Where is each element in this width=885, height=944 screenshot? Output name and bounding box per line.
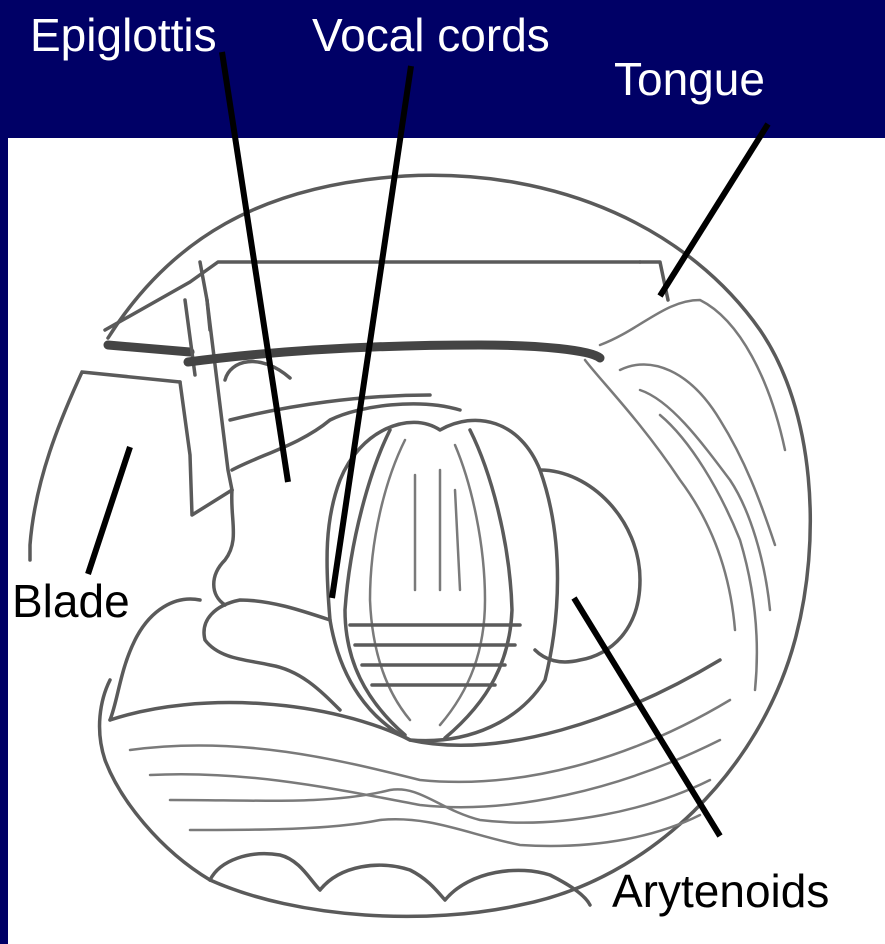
posterior-curve-3	[150, 740, 720, 807]
vocal-cord-left-inner	[370, 440, 410, 720]
blade-shaft-right	[207, 300, 232, 490]
label-blade: Blade	[12, 578, 130, 624]
tongue-stripes-4	[660, 415, 757, 690]
upper-band-curve	[225, 362, 430, 420]
leader-epiglottis	[222, 52, 288, 482]
lower-teeth	[210, 854, 590, 905]
label-vocal-cords: Vocal cords	[312, 12, 550, 58]
view-circle-outline	[108, 175, 810, 916]
posterior-curve-4	[170, 780, 710, 823]
epiglottis-upper	[232, 404, 460, 470]
trachea-lines	[415, 470, 460, 590]
tongue-stripes-1	[600, 300, 785, 450]
blade-dark-edge	[108, 345, 190, 352]
vocal-cord-right	[445, 430, 512, 738]
leader-blade	[88, 447, 130, 574]
glottis-outline	[327, 420, 557, 740]
label-epiglottis: Epiglottis	[30, 12, 217, 58]
posterior-curve-5	[190, 815, 700, 846]
leader-vocal-cords	[332, 66, 411, 598]
label-arytenoids: Arytenoids	[612, 868, 829, 914]
label-tongue: Tongue	[614, 56, 765, 102]
vocal-cord-right-inner	[440, 445, 485, 725]
arytenoid-left	[204, 600, 340, 710]
upper-tongue-band	[188, 345, 600, 362]
leader-tongue	[660, 124, 768, 296]
posterior-curve-1	[110, 660, 720, 745]
arytenoid-mound	[535, 470, 640, 662]
